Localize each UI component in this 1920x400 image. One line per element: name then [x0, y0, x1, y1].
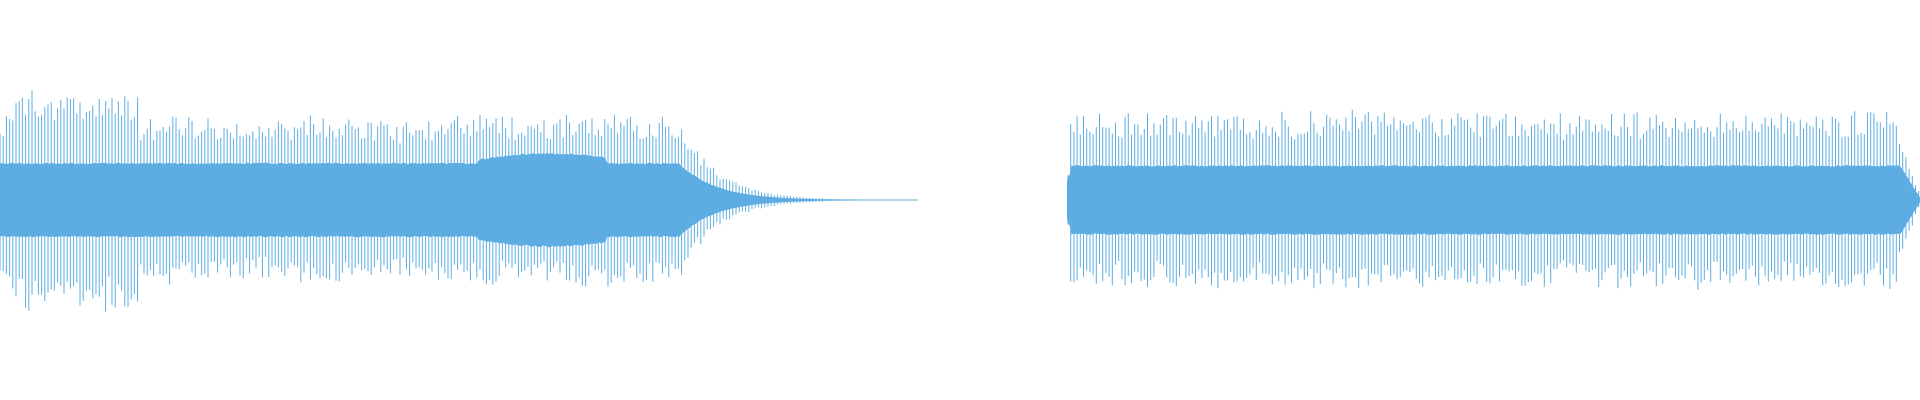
waveform-clip-1[interactable] [0, 90, 918, 312]
clip-1-peaks [0, 90, 916, 312]
clip-2-peaks [1067, 109, 1920, 290]
waveform-clip-2[interactable] [1067, 109, 1920, 290]
